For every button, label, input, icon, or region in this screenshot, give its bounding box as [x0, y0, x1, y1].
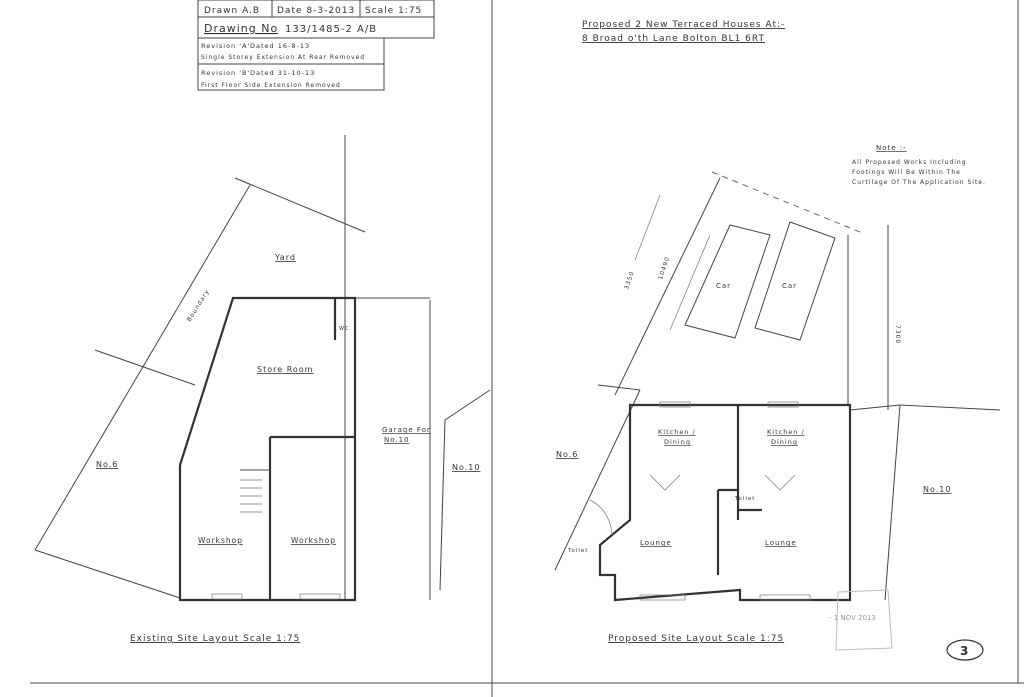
svg-text:Toilet: Toilet	[567, 548, 588, 554]
svg-text:Dated 31-10-13: Dated 31-10-13	[250, 69, 315, 77]
svg-text:Boundary: Boundary	[186, 288, 211, 323]
svg-text:Dated 16-8-13: Dated 16-8-13	[250, 42, 310, 50]
svg-text:Kitchen /: Kitchen /	[658, 428, 696, 436]
svg-text:Drawn A.B: Drawn A.B	[204, 6, 260, 16]
svg-text:Store Room: Store Room	[257, 365, 313, 374]
car-space-1	[684, 224, 771, 339]
svg-text:WC: WC	[339, 326, 349, 332]
svg-text:Dining: Dining	[771, 438, 798, 446]
svg-text:Date 8-3-2013: Date 8-3-2013	[277, 6, 355, 16]
car-space-2	[754, 221, 836, 341]
existing-caption: Existing Site Layout Scale 1:75	[130, 634, 300, 644]
svg-text:Dining: Dining	[664, 438, 691, 446]
svg-text:Workshop: Workshop	[291, 536, 336, 545]
svg-text:Single Storey Extension At Rea: Single Storey Extension At Rear Removed	[201, 54, 365, 61]
svg-text:First Floor Side Extension Rem: First Floor Side Extension Removed	[201, 82, 341, 89]
svg-text:7300: 7300	[894, 325, 901, 344]
svg-text:No.6: No.6	[96, 460, 118, 469]
svg-text:Lounge: Lounge	[640, 539, 672, 547]
svg-text:Garage For: Garage For	[382, 426, 431, 434]
svg-text:Drawing No: Drawing No	[204, 22, 278, 35]
svg-text:Toilet: Toilet	[734, 496, 755, 502]
svg-text:10490: 10490	[657, 256, 671, 281]
svg-text:3350: 3350	[623, 270, 636, 291]
svg-text:- 1 NOV 2013: - 1 NOV 2013	[829, 614, 876, 622]
svg-text:Note :-: Note :-	[876, 144, 907, 152]
proposed-site-plan: 3350 10490 7300 Car Car No.6 No.10 Kitch…	[554, 171, 1001, 644]
title-block: Drawn A.B Date 8-3-2013 Scale 1:75 Drawi…	[197, 0, 435, 91]
svg-text:Revision 'B': Revision 'B'	[201, 69, 250, 77]
sheet-number: 3	[946, 639, 984, 661]
project-title-line1: Proposed 2 New Terraced Houses At:-	[582, 20, 785, 30]
svg-text:Car: Car	[782, 282, 797, 290]
svg-text:No.10: No.10	[923, 485, 951, 494]
existing-site-plan: Yard Boundary WC Store Room Garage For N…	[34, 135, 491, 644]
svg-text:Lounge: Lounge	[765, 539, 797, 547]
svg-text:No.10: No.10	[384, 436, 410, 444]
note: Note :- All Proposed Works Including Foo…	[852, 144, 986, 186]
svg-text:Footings Will Be Within The: Footings Will Be Within The	[852, 169, 961, 176]
svg-text:Kitchen /: Kitchen /	[767, 428, 805, 436]
svg-text:Yard: Yard	[274, 253, 296, 262]
received-stamp: - 1 NOV 2013	[829, 589, 893, 651]
svg-text:Workshop: Workshop	[198, 536, 243, 545]
proposed-caption: Proposed Site Layout Scale 1:75	[608, 634, 784, 644]
svg-text:Curtilage Of The Application S: Curtilage Of The Application Site.	[852, 179, 986, 186]
svg-text:Scale 1:75: Scale 1:75	[365, 6, 422, 16]
svg-text:No.10: No.10	[452, 463, 480, 472]
svg-text:133/1485-2 A/B: 133/1485-2 A/B	[285, 24, 377, 35]
svg-text:Car: Car	[716, 282, 731, 290]
svg-text:3: 3	[960, 644, 969, 658]
svg-text:No.6: No.6	[556, 450, 578, 459]
svg-text:Revision 'A': Revision 'A'	[201, 42, 250, 50]
project-title-line2: 8 Broad o'th Lane Bolton BL1 6RT	[582, 34, 765, 44]
svg-text:All Proposed Works Including: All Proposed Works Including	[852, 159, 967, 166]
